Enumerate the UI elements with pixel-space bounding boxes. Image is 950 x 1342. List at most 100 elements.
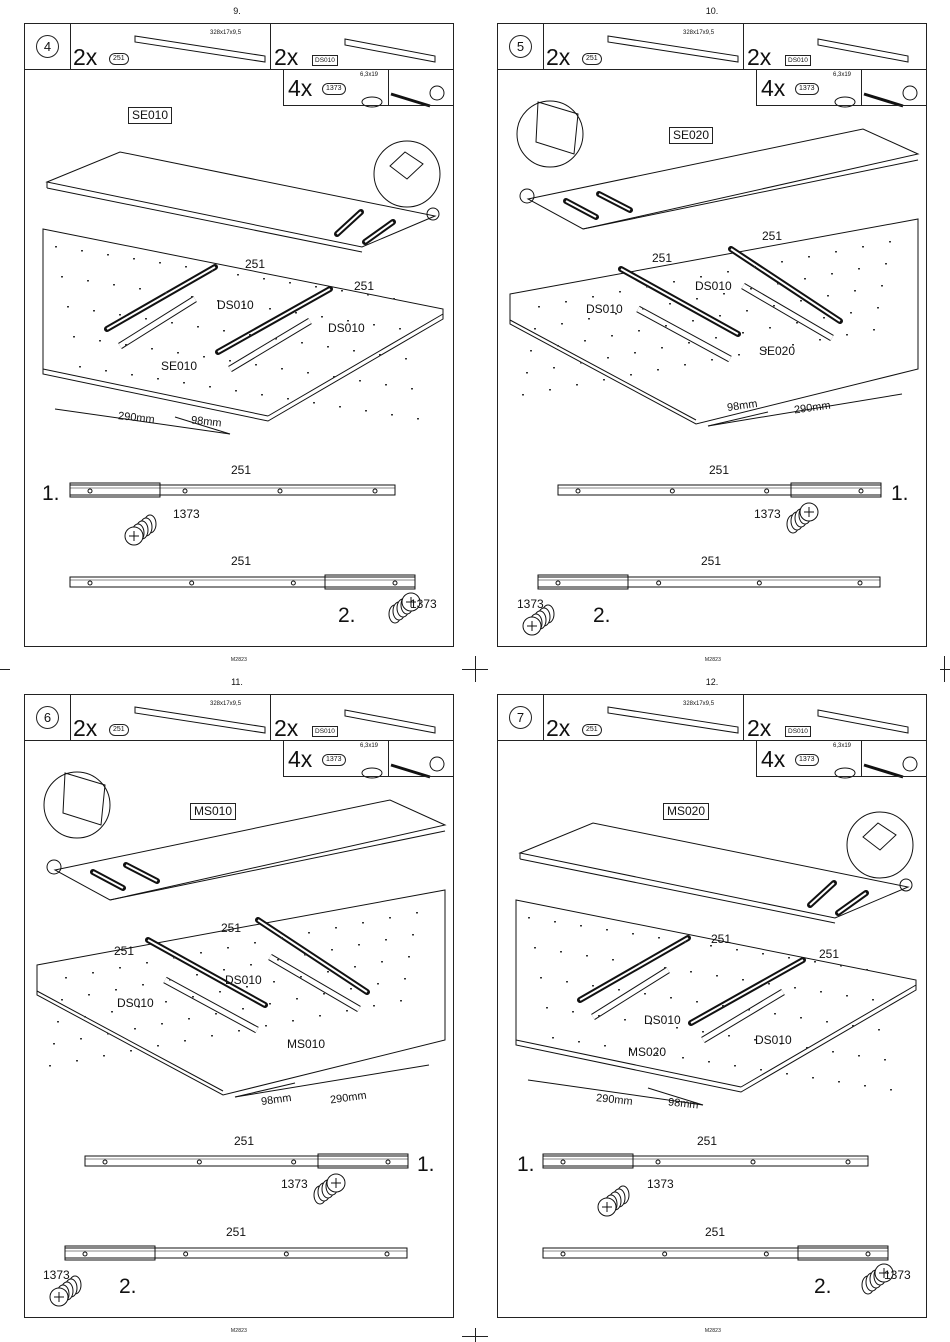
page-number: 12. — [705, 677, 719, 687]
screwdriver-icon — [390, 763, 431, 779]
callout-rail-a: 251 — [221, 921, 242, 935]
detail-screw-2 — [861, 1263, 894, 1295]
header-divider — [743, 695, 744, 740]
phillips-head-icon — [429, 756, 445, 772]
strip-part-number: DS010 — [785, 726, 811, 737]
callout-strip-a: DS010 — [225, 973, 262, 987]
step-panel: 7 2x 251 328x17x9,5 2x DS010 4x 1373 6,3… — [497, 694, 927, 1318]
rail-quantity: 2x — [73, 715, 98, 741]
assembly-illustration — [42, 35, 445, 624]
board-upper — [53, 799, 447, 901]
screw-quantity: 4x — [288, 75, 313, 101]
board-lower — [509, 218, 919, 425]
strip-icon — [817, 709, 909, 734]
rail-dimensions: 328x17x9,5 — [210, 30, 242, 36]
board-lower — [42, 228, 444, 422]
detail-rail-label-1: 251 — [234, 1134, 255, 1148]
callout-rail-a: 251 — [711, 932, 732, 946]
screw-quantity: 4x — [288, 746, 313, 772]
detail-rail-2 — [537, 576, 881, 588]
magnify-detail-circle — [43, 771, 111, 839]
rail-dimensions: 328x17x9,5 — [683, 701, 715, 707]
detail-rail-label-1: 251 — [231, 463, 252, 477]
strip-part-number: DS010 — [785, 55, 811, 66]
magnify-detail-circle — [846, 811, 914, 879]
header-divider — [270, 695, 271, 740]
step-number: 5 — [509, 35, 532, 58]
panel-label: SE010 — [128, 107, 173, 124]
screw-parts-box: 4x 1373 6,3x19 — [283, 69, 453, 106]
step-number: 7 — [509, 706, 532, 729]
callout-strip-b: DS010 — [117, 996, 154, 1010]
detail-screw-2 — [388, 592, 421, 624]
detail-rail-2 — [64, 1247, 408, 1259]
detail-rail-2-slide — [537, 574, 629, 590]
detail-rail-label-1: 251 — [697, 1134, 718, 1148]
callout-strip-b: DS010 — [586, 302, 623, 316]
crop-mark-center-v — [475, 656, 476, 682]
screwdriver-divider — [861, 740, 862, 776]
step-1-label: 1. — [417, 1153, 435, 1176]
page-code: M2823 — [230, 657, 248, 663]
detail-rail-2-slide — [324, 574, 416, 590]
step-number: 6 — [36, 706, 59, 729]
rail-dimensions: 328x17x9,5 — [683, 30, 715, 36]
magnify-detail-circle — [516, 100, 584, 168]
page-code: M2823 — [230, 1328, 248, 1334]
dim-line-98 — [174, 416, 231, 435]
rail-part-number: 251 — [582, 724, 602, 736]
screw-part-number: 1373 — [322, 83, 346, 95]
detail-rail-2-slide — [797, 1245, 889, 1261]
panel-label: SE020 — [669, 127, 714, 144]
strip-part-number: DS010 — [312, 55, 338, 66]
screwdriver-divider — [388, 69, 389, 105]
callout-strip-a: DS010 — [644, 1013, 681, 1027]
dim-line-98 — [707, 411, 769, 427]
screw-label-1: 1373 — [647, 1177, 674, 1191]
strip-quantity: 2x — [747, 44, 772, 70]
screw-part-number: 1373 — [322, 754, 346, 766]
step-1-label: 1. — [891, 482, 909, 505]
dim-line-290 — [707, 393, 903, 427]
rail-icon — [607, 35, 739, 63]
detail-rail-1 — [557, 484, 882, 496]
dim-line-290 — [54, 408, 231, 435]
rail-icon — [134, 35, 266, 63]
detail-screw-2 — [49, 1275, 82, 1307]
parts-header: 5 2x 251 328x17x9,5 2x DS010 — [498, 24, 926, 70]
screw-label-2: 1373 — [884, 1268, 911, 1282]
screw-parts-box: 4x 1373 6,3x19 — [756, 69, 926, 106]
rail-quantity: 2x — [546, 44, 571, 70]
phillips-head-icon — [429, 85, 445, 101]
page-code: M2823 — [704, 657, 722, 663]
crop-mark-left — [0, 669, 10, 670]
screw-quantity: 4x — [761, 746, 786, 772]
callout-board: MS010 — [287, 1037, 326, 1051]
step-panel: 5 2x 251 328x17x9,5 2x DS010 4x 1373 6,3… — [497, 23, 927, 647]
callout-rail-b: 251 — [819, 947, 840, 961]
rail-part-number: 251 — [109, 724, 129, 736]
page-number: 11. — [231, 677, 243, 687]
screw-icon — [361, 96, 383, 108]
detail-screw-1 — [313, 1173, 346, 1205]
detail-rail-1-slide — [542, 1153, 634, 1169]
screw-icon — [361, 767, 383, 779]
board-lower — [36, 889, 446, 1096]
step-number: 4 — [36, 35, 59, 58]
screwdriver-divider — [388, 740, 389, 776]
step-panel: 4 2x 251 328x17x9,5 2x DS010 4x 1373 6,3… — [24, 23, 454, 647]
detail-screw-1 — [597, 1185, 630, 1217]
step-1-label: 1. — [42, 482, 60, 505]
magnify-detail-circle — [373, 140, 441, 208]
callout-rail-a: 251 — [245, 257, 266, 271]
detail-rail-2-slide — [64, 1245, 156, 1261]
screw-label-1: 1373 — [173, 507, 200, 521]
callout-board: MS020 — [628, 1045, 667, 1059]
board-upper — [518, 822, 910, 919]
step-1-label: 1. — [517, 1153, 535, 1176]
screw-label-1: 1373 — [281, 1177, 308, 1191]
parts-header: 6 2x 251 328x17x9,5 2x DS010 — [25, 695, 453, 741]
parts-header: 4 2x 251 328x17x9,5 2x DS010 — [25, 24, 453, 70]
step-number-box: 5 — [498, 24, 544, 69]
rail-quantity: 2x — [546, 715, 571, 741]
